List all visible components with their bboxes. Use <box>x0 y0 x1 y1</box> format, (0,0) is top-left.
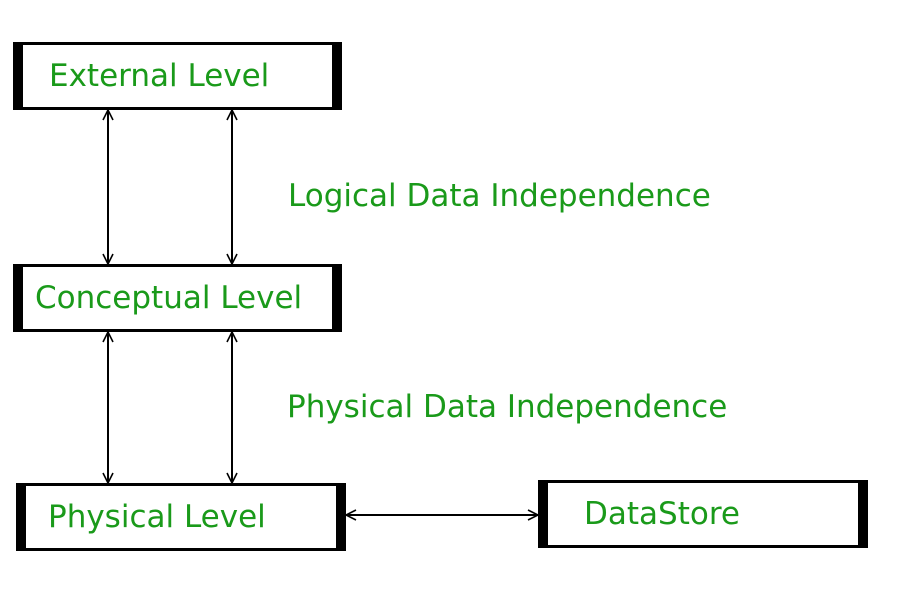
datastore-box: DataStore <box>538 480 868 548</box>
physical-level-box: Physical Level <box>16 483 346 551</box>
conceptual-level-box: Conceptual Level <box>13 264 342 332</box>
datastore-label: DataStore <box>584 495 740 532</box>
logical-data-independence-label: Logical Data Independence <box>288 178 711 214</box>
physical-data-independence-label: Physical Data Independence <box>287 389 728 425</box>
external-level-box: External Level <box>13 42 342 110</box>
conceptual-level-label: Conceptual Level <box>35 279 303 316</box>
physical-level-label: Physical Level <box>48 498 266 535</box>
external-level-label: External Level <box>49 57 270 94</box>
